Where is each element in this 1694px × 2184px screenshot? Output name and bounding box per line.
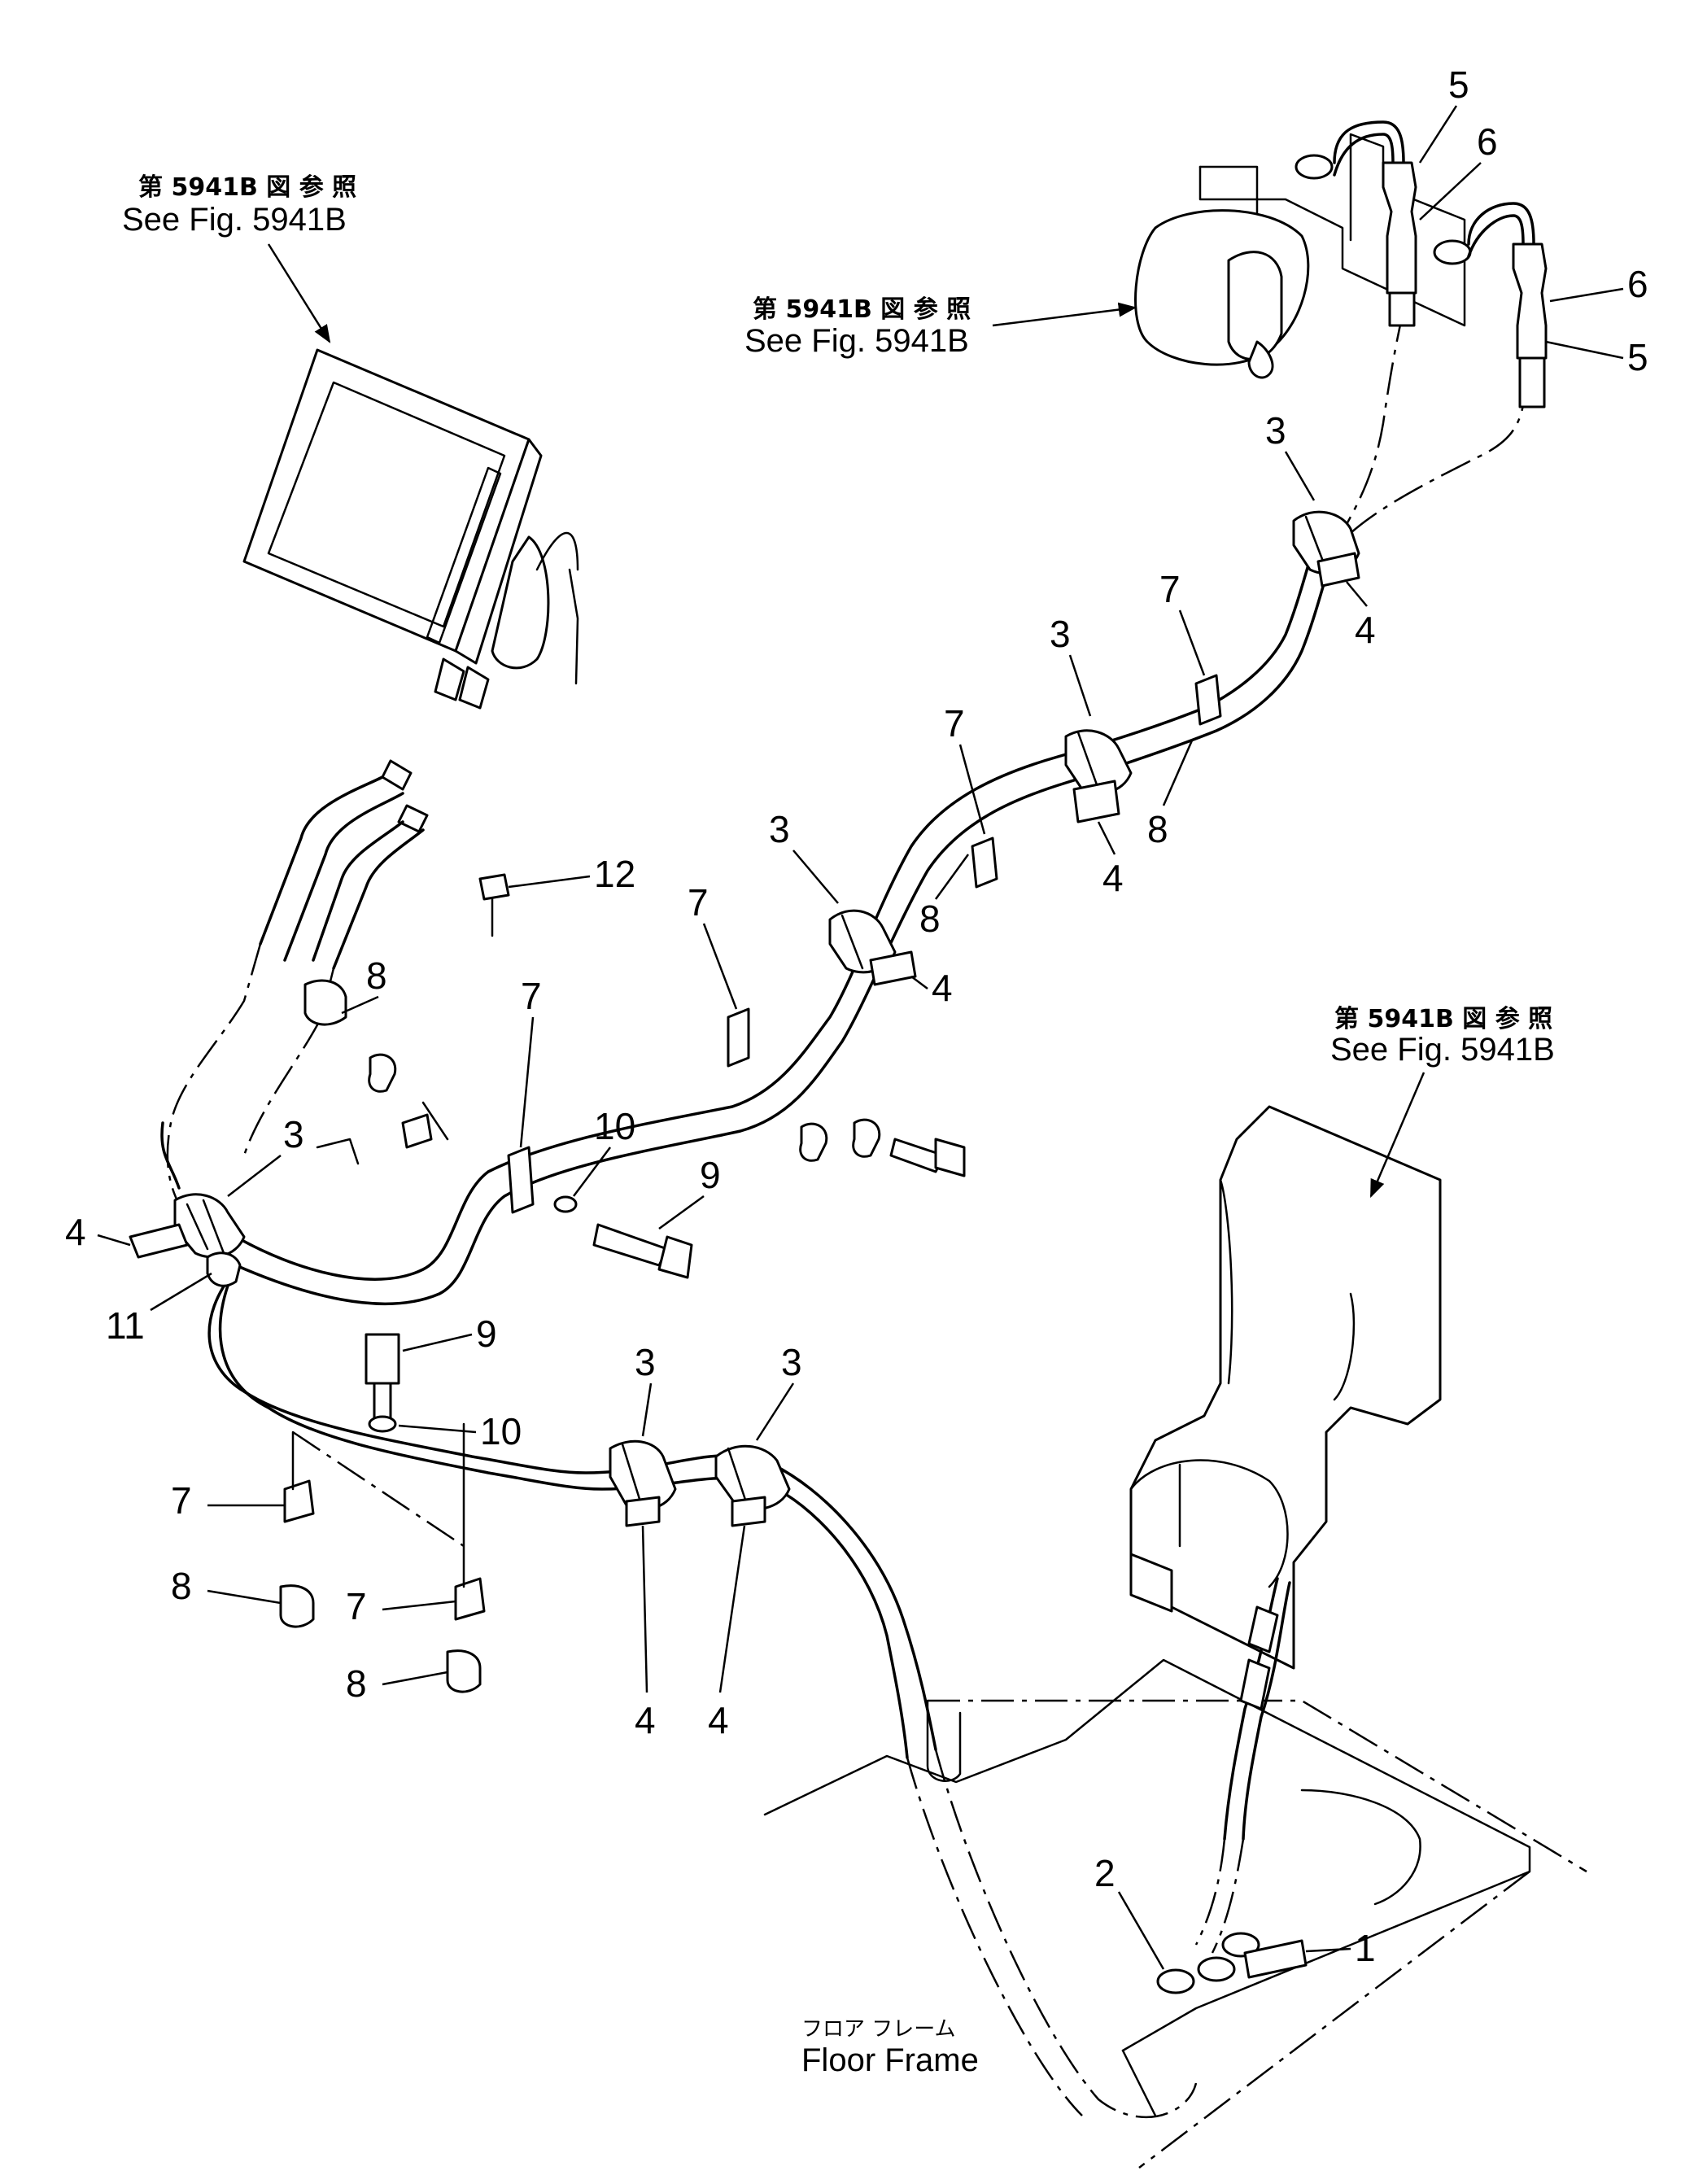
callout-8: 8	[346, 1662, 367, 1705]
callout-6: 6	[1627, 263, 1648, 305]
callout-3: 3	[769, 808, 790, 850]
callout-4: 4	[1355, 609, 1376, 651]
callout-12: 12	[594, 853, 635, 895]
floor-frame	[763, 1658, 1587, 2169]
callout-4: 4	[65, 1211, 86, 1253]
callout-7: 7	[171, 1479, 192, 1522]
callout-4: 4	[1102, 857, 1124, 899]
hose-clamps	[129, 510, 1360, 1527]
callout-5: 5	[1448, 63, 1469, 106]
ref-en-text: See Fig. 5941B	[744, 323, 969, 359]
callout-8: 8	[1147, 808, 1168, 850]
callout-10: 10	[594, 1105, 635, 1147]
heater-unit	[242, 348, 579, 710]
callout-4: 4	[635, 1699, 656, 1741]
ref-en-text: See Fig. 5941B	[122, 202, 347, 238]
reference-label-top-left: 第 5941B 図 参 照 See Fig. 5941B	[122, 173, 356, 343]
engine-block	[1129, 1105, 1442, 1670]
ref-en-text: See Fig. 5941B	[1330, 1032, 1555, 1068]
callout-3: 3	[635, 1341, 656, 1383]
callout-4: 4	[932, 967, 953, 1009]
tie-and-sensor	[206, 873, 510, 1287]
ref-jp-text: 第 5941B 図 参 照	[753, 295, 971, 324]
callout-6: 6	[1477, 120, 1498, 163]
ref-jp-text: 第 5941B 図 参 照	[1334, 1005, 1552, 1033]
callout-7: 7	[688, 881, 709, 924]
callout-1: 1	[1355, 1927, 1376, 1969]
callout-3: 3	[283, 1113, 304, 1155]
callout-11: 11	[106, 1304, 145, 1347]
ref-jp-text: 第 5941B 図 参 照	[138, 173, 356, 202]
callout-8: 8	[366, 954, 387, 997]
callout-3: 3	[1050, 613, 1071, 655]
callout-8: 8	[919, 898, 941, 940]
callout-5: 5	[1627, 336, 1648, 378]
heater-hoses	[160, 759, 429, 1205]
callout-4: 4	[708, 1699, 729, 1741]
callout-9: 9	[700, 1154, 721, 1196]
main-hose-upper	[234, 292, 1527, 1306]
callout-8: 8	[171, 1565, 192, 1607]
engine-hoses	[1194, 1577, 1291, 1954]
callouts: 1 2 3 3 3 3 3 3 4 4 4 4 4 4 5 5 6 6	[65, 63, 1648, 1970]
floor-fittings	[1156, 1932, 1308, 1994]
clips-bolts	[279, 674, 1222, 1693]
floor-frame-label: フロア フレーム Floor Frame	[801, 2017, 979, 2078]
callout-3: 3	[1265, 409, 1286, 452]
callout-2: 2	[1094, 1852, 1116, 1894]
callout-7: 7	[944, 702, 965, 745]
valve-assembly	[1134, 120, 1548, 408]
main-hose-lower	[207, 1268, 1198, 2119]
reference-label-right: 第 5941B 図 参 照 See Fig. 5941B	[1330, 1005, 1555, 1199]
reference-label-top-middle: 第 5941B 図 参 照 See Fig. 5941B	[744, 295, 1137, 359]
floor-frame-jp: フロア フレーム	[801, 2017, 956, 2042]
callout-7: 7	[346, 1585, 367, 1627]
callout-3: 3	[781, 1341, 802, 1383]
callout-10: 10	[480, 1410, 522, 1452]
callout-9: 9	[476, 1313, 497, 1355]
callout-7: 7	[521, 975, 542, 1017]
callout-7: 7	[1159, 568, 1181, 610]
floor-frame-en: Floor Frame	[801, 2042, 979, 2078]
